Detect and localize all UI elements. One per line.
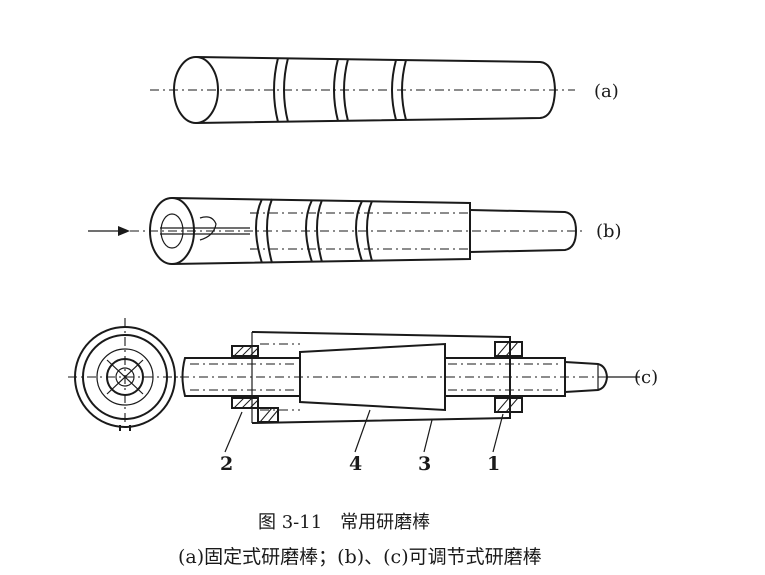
label-c: (c) [634,367,658,388]
adjustable-lapping-rod-c [180,331,640,453]
figure-title: 图 3-11 常用研磨棒 [258,512,430,533]
figure-subtitle: (a)固定式研磨棒；(b)、(c)可调节式研磨棒 [178,546,542,568]
adjustable-lapping-rod-b [88,197,585,265]
label-a: (a) [594,81,619,102]
part-number-2: 2 [220,453,233,475]
part-number-4: 4 [349,453,362,475]
fixed-lapping-rod-a [150,56,575,124]
end-view-c [68,318,182,432]
part-number-3: 3 [418,453,431,475]
part-number-1: 1 [487,453,500,475]
label-b: (b) [596,221,622,242]
